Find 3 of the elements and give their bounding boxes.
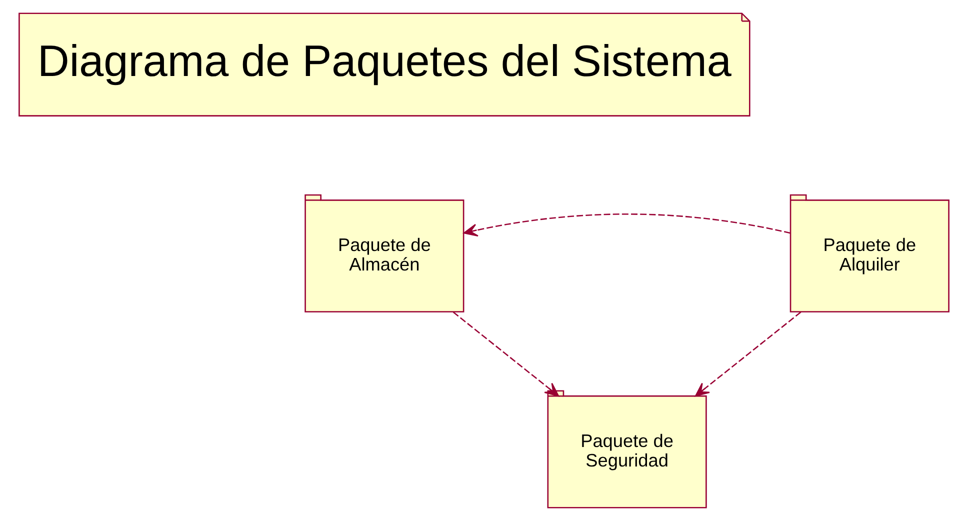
arrow [463, 214, 791, 237]
arrow [452, 312, 560, 397]
arrow [695, 312, 802, 397]
